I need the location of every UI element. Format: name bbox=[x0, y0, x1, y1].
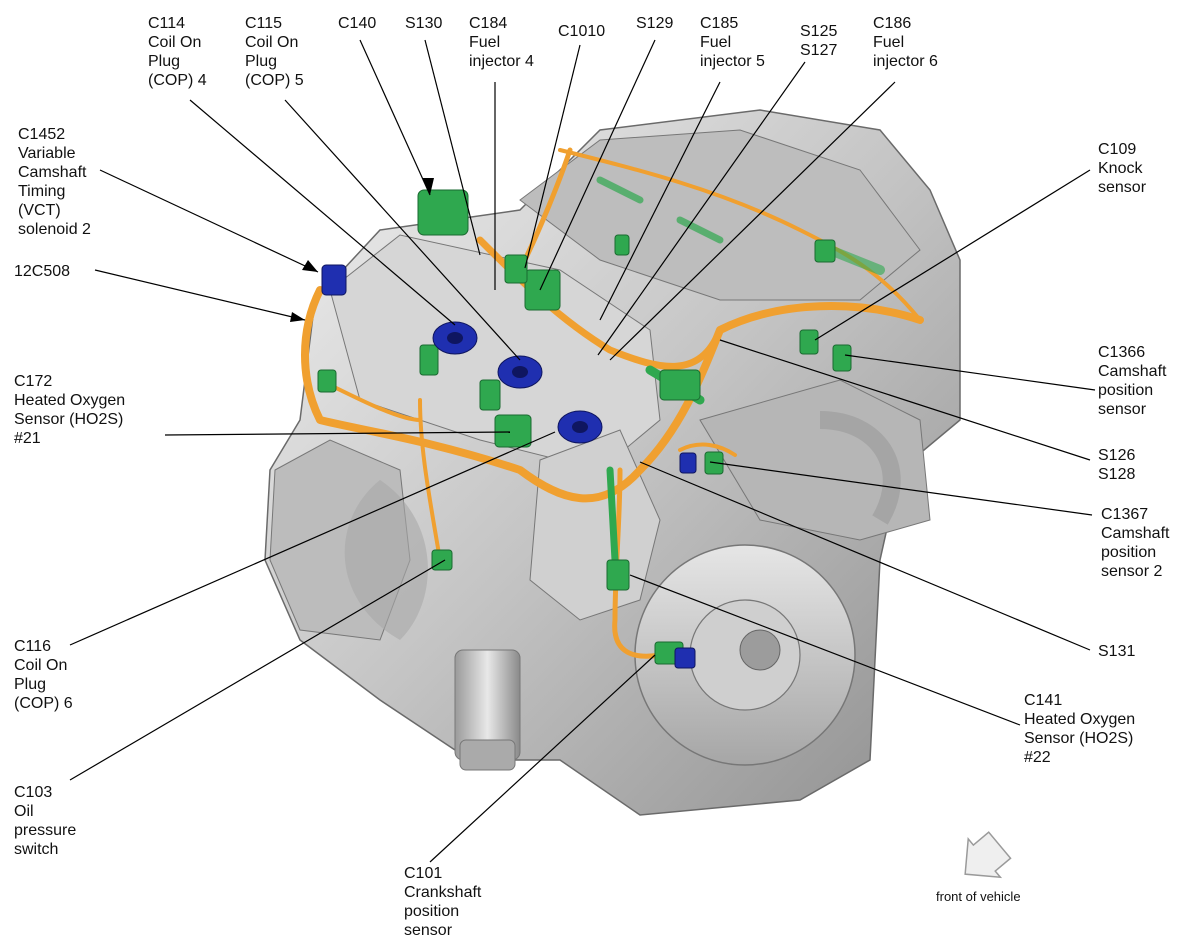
engine-block bbox=[264, 109, 961, 816]
label-c140: C140 bbox=[338, 15, 377, 32]
label-s131: S131 bbox=[1098, 643, 1136, 660]
leader-lines bbox=[69, 39, 1096, 863]
label-s129: S129 bbox=[636, 15, 674, 32]
label-c1010: C1010 bbox=[558, 23, 606, 40]
label-12c508: 12C508 bbox=[14, 263, 71, 280]
leader-arrowheads bbox=[290, 178, 434, 322]
label-s130: S130 bbox=[405, 15, 443, 32]
connectors bbox=[317, 189, 852, 669]
front-of-vehicle-arrow-icon bbox=[964, 831, 1012, 879]
front-of-vehicle-label: front of vehicle bbox=[936, 889, 1021, 904]
